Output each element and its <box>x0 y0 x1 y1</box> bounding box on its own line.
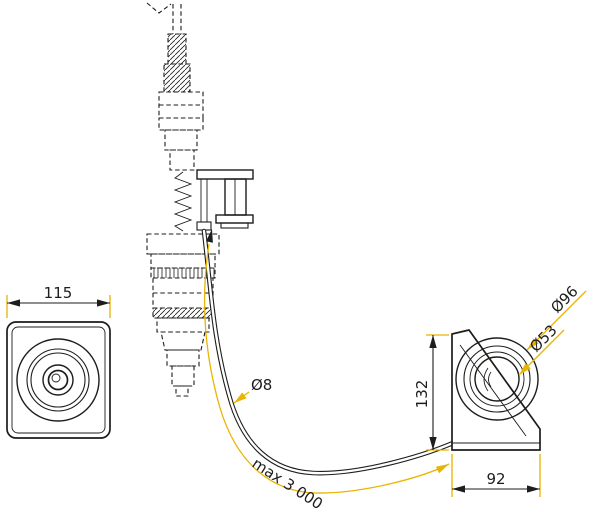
dim-button-outer-diameter-label: Ø96 <box>547 282 582 317</box>
leader-button-inner-diameter: Ø53 <box>518 321 565 376</box>
cable-core <box>202 229 455 475</box>
dimension-front-width: 115 <box>6 284 111 318</box>
pedal-side-view <box>451 329 541 451</box>
dimension-pedal-depth: 92 <box>451 454 541 497</box>
cable-length-start-arrow <box>206 229 213 243</box>
spring <box>173 171 193 232</box>
dim-pedal-height-label: 132 <box>413 380 431 409</box>
dimension-cable-max-length: max 3 000 <box>203 229 450 513</box>
dim-pedal-depth-label: 92 <box>486 470 505 488</box>
bowden-cable <box>201 228 456 476</box>
leader-cable-diameter: Ø8 <box>233 376 272 404</box>
dim-cable-diameter-label: Ø8 <box>251 376 272 394</box>
dim-cable-max-length-label: max 3 000 <box>249 454 326 513</box>
dim-front-width-label: 115 <box>44 284 73 302</box>
flush-valve-mechanism-hidden <box>146 2 220 397</box>
front-view-button-plate <box>6 321 111 439</box>
dimension-pedal-height: 132 <box>413 334 449 451</box>
dim-button-inner-diameter-label: Ø53 <box>526 321 561 356</box>
cable-lever-assembly <box>173 169 254 232</box>
cable-outline <box>201 228 456 476</box>
